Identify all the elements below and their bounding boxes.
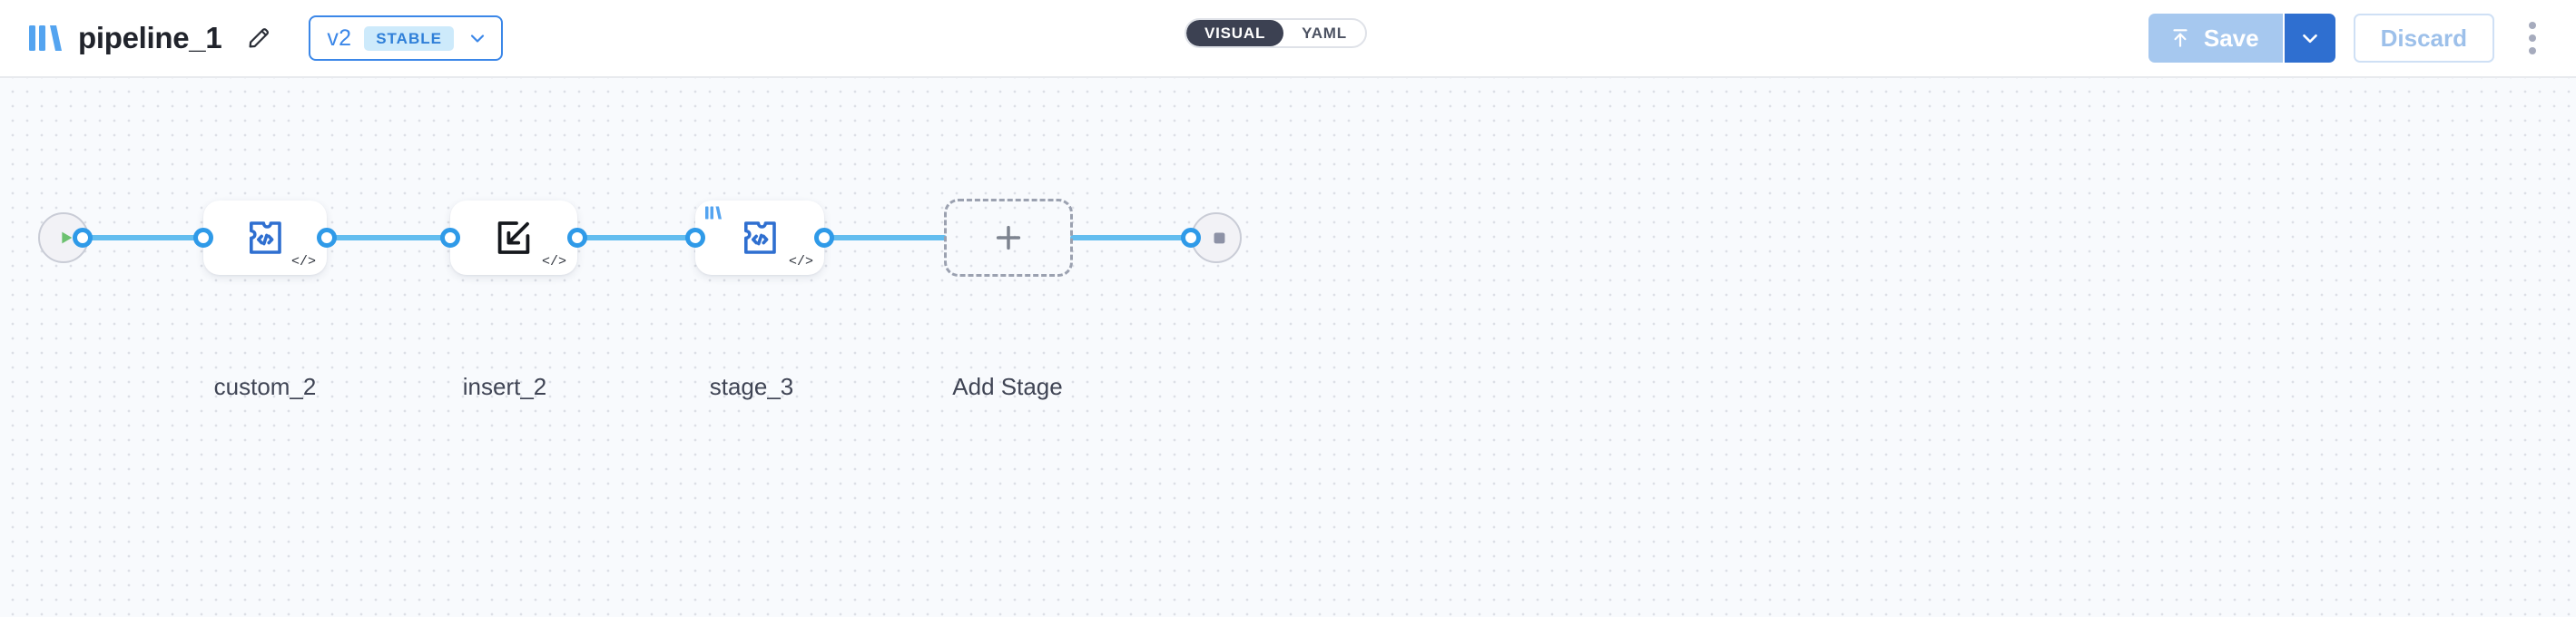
port-insert2-out[interactable] <box>567 228 587 248</box>
custom-code-puzzle-icon <box>738 216 782 260</box>
play-icon <box>55 228 75 248</box>
stop-square-icon <box>1209 228 1229 248</box>
plus-icon <box>989 219 1027 257</box>
kebab-menu-icon[interactable] <box>2512 14 2552 63</box>
stage-node-stage-3[interactable]: </> <box>695 201 824 275</box>
port-end-in[interactable] <box>1181 228 1201 248</box>
version-number: v2 <box>327 24 352 51</box>
custom-code-puzzle-icon <box>243 216 287 260</box>
port-stage3-in[interactable] <box>685 228 705 248</box>
header-right-group: Save Discard <box>2148 14 2576 63</box>
app-header: pipeline_1 v2 STABLE VISUAL YAML <box>0 0 2576 78</box>
chevron-down-icon <box>467 27 488 49</box>
upload-arrow-icon <box>2168 26 2192 50</box>
insert-arrow-into-box-icon <box>492 216 536 260</box>
port-stage3-out[interactable] <box>814 228 834 248</box>
chevron-down-icon <box>2298 26 2322 50</box>
header-left-group: pipeline_1 v2 STABLE <box>0 15 503 61</box>
pipeline-graph: </> custom_2 </> insert_2 <box>0 78 2576 617</box>
version-selector[interactable]: v2 STABLE <box>309 15 503 61</box>
save-button-group: Save <box>2148 14 2335 63</box>
version-status-badge: STABLE <box>364 25 454 51</box>
kebab-dot <box>2529 47 2536 54</box>
port-start-out[interactable] <box>73 228 93 248</box>
add-stage-label: Add Stage <box>952 373 1063 400</box>
kebab-dot <box>2529 34 2536 42</box>
tab-visual[interactable]: VISUAL <box>1186 20 1284 46</box>
pencil-icon[interactable] <box>238 17 280 59</box>
stage-node-custom-2[interactable]: </> <box>203 201 327 275</box>
save-dropdown-button[interactable] <box>2282 14 2335 63</box>
stage-node-insert-2[interactable]: </> <box>450 201 577 275</box>
kebab-dot <box>2529 22 2536 29</box>
port-custom2-in[interactable] <box>193 228 213 248</box>
tab-yaml[interactable]: YAML <box>1302 24 1347 42</box>
stage-label-custom-2: custom_2 <box>213 373 317 400</box>
port-custom2-out[interactable] <box>317 228 337 248</box>
pipeline-canvas[interactable]: </> custom_2 </> insert_2 <box>0 78 2576 617</box>
node-code-badge: </> <box>788 254 813 269</box>
port-insert2-in[interactable] <box>440 228 460 248</box>
pipeline-bars-logo-icon <box>27 23 64 54</box>
pipeline-bars-logo-icon <box>704 205 723 220</box>
page-title: pipeline_1 <box>78 21 222 54</box>
stage-label-insert-2: insert_2 <box>462 373 547 400</box>
add-stage-button[interactable] <box>944 199 1073 277</box>
node-code-badge: </> <box>541 254 566 269</box>
view-mode-toggle[interactable]: VISUAL YAML <box>1185 18 1367 48</box>
discard-button[interactable]: Discard <box>2353 14 2494 63</box>
save-button-label: Save <box>2203 24 2259 52</box>
save-button[interactable]: Save <box>2148 14 2283 63</box>
node-code-badge: </> <box>290 254 316 269</box>
stage-label-stage-3: stage_3 <box>709 373 794 400</box>
